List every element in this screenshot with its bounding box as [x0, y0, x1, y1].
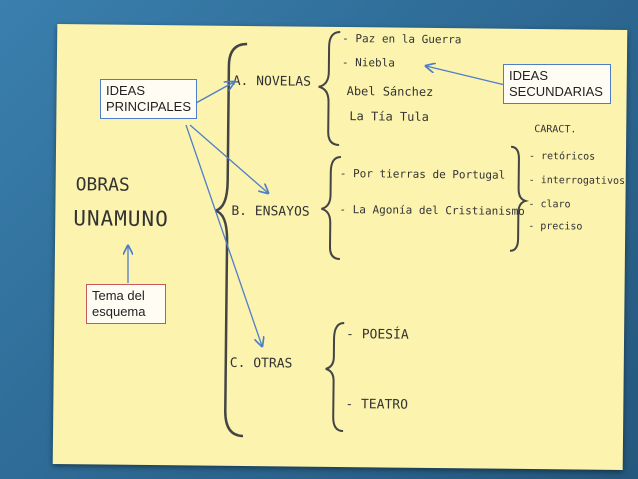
callout-ideas-secundarias: IDEAS SECUNDARIAS [503, 64, 611, 104]
otras-bracket [325, 322, 345, 433]
arrow-to-ensayos [189, 124, 268, 193]
novelas-bracket [318, 30, 341, 146]
callout-text: Tema del [92, 288, 145, 303]
arrow-to-secundarias [426, 66, 506, 86]
caract-bracket [509, 145, 530, 252]
callout-tema: Tema del esquema [86, 284, 166, 324]
callout-text: IDEAS [509, 68, 549, 83]
arrow-to-novelas [195, 82, 234, 104]
callout-text: IDEAS [106, 83, 146, 98]
ensayos-bracket [321, 156, 342, 260]
arrow-to-otras [185, 124, 262, 346]
callout-ideas-principales: IDEAS PRINCIPALES [100, 79, 197, 119]
callout-text: esquema [92, 304, 146, 319]
callout-text: PRINCIPALES [106, 99, 192, 114]
callout-text: SECUNDARIAS [509, 84, 603, 99]
